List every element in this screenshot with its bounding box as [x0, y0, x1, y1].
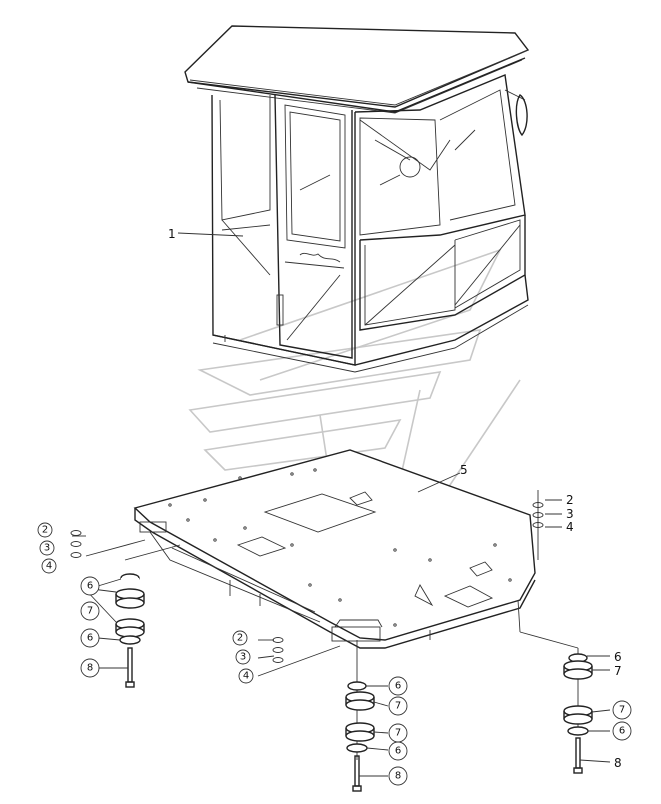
leader-5 — [417, 472, 461, 493]
callout-mid-8: 8 — [395, 771, 401, 782]
callout-right-2: 2 — [566, 493, 574, 507]
right-mount-stack — [517, 599, 593, 774]
callout-mid-4: 4 — [243, 671, 249, 682]
callout-left-4: 4 — [46, 561, 52, 572]
callout-5: 5 — [460, 463, 468, 477]
cab-assembly — [184, 25, 530, 373]
middle-mount-stack — [257, 637, 375, 792]
callout-right-4: 4 — [566, 520, 574, 534]
callout-left-8: 8 — [87, 663, 93, 674]
floor-plate — [133, 449, 536, 649]
callout-left-3: 3 — [44, 543, 50, 554]
callout-rr-8: 8 — [614, 756, 622, 770]
callout-mid-7a: 7 — [395, 701, 401, 712]
leader-1 — [177, 232, 244, 237]
callout-1: 1 — [168, 227, 176, 241]
callout-left-6a: 6 — [87, 581, 93, 592]
callout-rr-6b: 6 — [619, 726, 625, 737]
callout-rr-7a: 7 — [614, 664, 622, 678]
left-mount-stack — [70, 530, 181, 688]
plate-holes — [168, 468, 512, 627]
callout-mid-6b: 6 — [395, 746, 401, 757]
callout-mid-2: 2 — [237, 633, 243, 644]
callout-mid-7b: 7 — [395, 728, 401, 739]
callout-mid-6a: 6 — [395, 681, 401, 692]
callout-left-6b: 6 — [87, 633, 93, 644]
callout-left-7: 7 — [87, 606, 93, 617]
callout-rr-6a: 6 — [614, 650, 622, 664]
callout-mid-3: 3 — [240, 652, 246, 663]
callout-left-2: 2 — [42, 525, 48, 536]
callouts-circled: 2 3 4 6 7 6 8 2 3 4 6 7 7 6 8 7 6 — [37, 522, 632, 786]
callout-right-3: 3 — [566, 507, 574, 521]
callout-rr-7b: 7 — [619, 705, 625, 716]
right-fastener-stack — [532, 490, 562, 560]
